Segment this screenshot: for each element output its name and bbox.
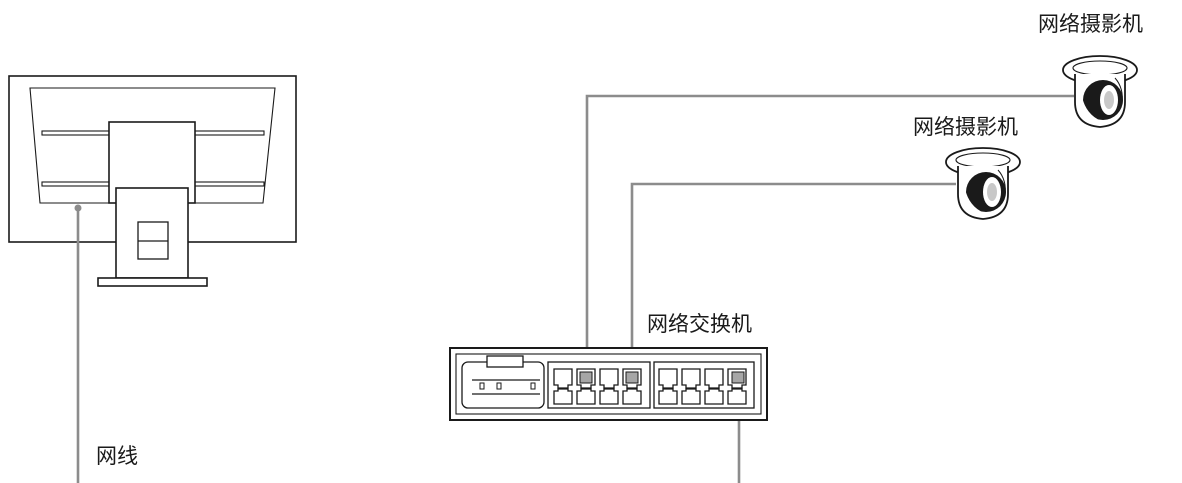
switch-ports-g1-bottom: [553, 388, 642, 405]
monitor-stand-base: [97, 277, 208, 287]
switch-label: 网络交换机: [647, 312, 752, 336]
camera-bottom: [945, 147, 1021, 220]
monitor-rear-panel: [29, 87, 276, 204]
cables: [76, 94, 1074, 483]
monitor-stand-neck: [115, 187, 189, 279]
switch-label-plate: [486, 355, 524, 368]
monitor: [8, 75, 297, 287]
switch-port-plug-camera-top: [579, 371, 593, 384]
camera-bottom-label: 网络摄影机: [913, 115, 1018, 139]
switch-inner-frame: [455, 353, 762, 415]
switch-port-group-1: [547, 361, 651, 409]
cable-camera-bottom: [630, 182, 956, 373]
switch-port-group-2: [653, 361, 755, 409]
camera-top-label: 网络摄影机: [1038, 12, 1143, 36]
cable-label: 网线: [96, 444, 138, 468]
network-switch: [449, 347, 768, 421]
switch-ports-g1-top: [553, 368, 642, 389]
switch-ports-g2-bottom: [658, 388, 747, 405]
cable-camera-top: [585, 94, 1074, 373]
switch-port-plug-uplink: [731, 371, 745, 384]
switch-port-plug-camera-bottom: [625, 371, 639, 384]
camera-top: [1062, 55, 1138, 128]
switch-ports-g2-top: [658, 368, 747, 389]
